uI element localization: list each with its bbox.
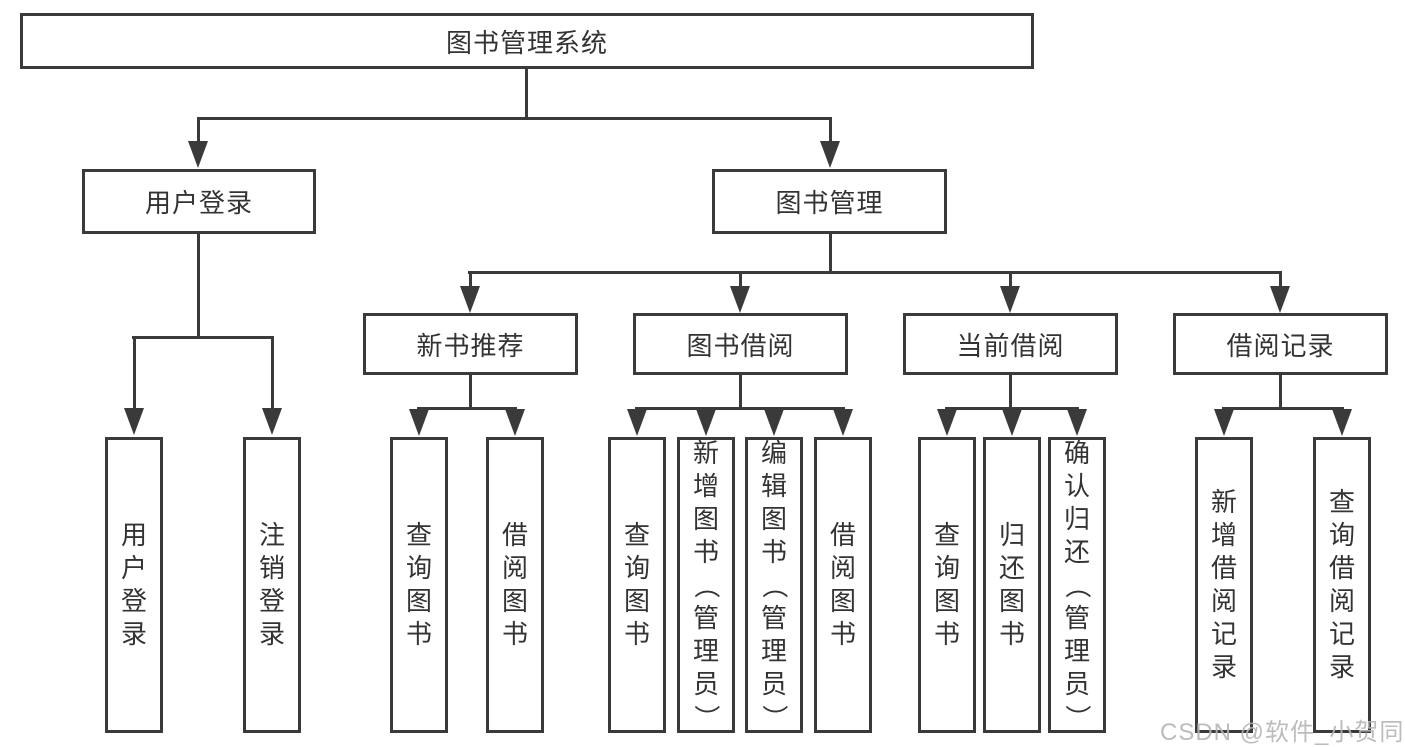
csdn-watermark: CSDN @软件_小贺同学 (1160, 719, 1405, 746)
arrow-down-icon (1002, 409, 1022, 436)
connector-vline (1279, 271, 1282, 291)
node-new-book-recommend: 新书推荐 (363, 313, 578, 375)
connector-vline (133, 336, 136, 412)
root-node-book-management-system: 图书管理系统 (20, 13, 1034, 69)
leaf-borrow-books: 借阅图书 (814, 437, 872, 733)
leaf-edit-books-admin: 编辑图书（管理员） (745, 437, 803, 733)
connector-hline (635, 407, 845, 410)
connector-vline (469, 375, 472, 410)
leaf-query-books-recommend: 查询图书 (390, 437, 448, 733)
node-borrow-records-label: 借阅记录 (1226, 330, 1335, 361)
connector-vline (1009, 375, 1012, 410)
leaf-query-books-current: 查询图书 (918, 437, 976, 733)
arrow-down-icon (696, 409, 716, 436)
connector-vline (829, 234, 832, 274)
arrow-down-icon (409, 409, 429, 436)
connector-vline (739, 375, 742, 410)
leaf-confirm-return-admin: 确认归还（管理员） (1048, 437, 1106, 733)
node-current-borrow-label: 当前借阅 (956, 330, 1065, 361)
connector-vline (739, 271, 742, 291)
leaf-user-login: 用户登录 (105, 437, 163, 733)
arrow-down-icon (460, 286, 480, 313)
arrow-down-icon (188, 141, 208, 168)
arrow-down-icon (505, 409, 525, 436)
node-borrow-records: 借阅记录 (1173, 313, 1388, 375)
node-book-borrow-label: 图书借阅 (686, 330, 795, 361)
node-user-login: 用户登录 (82, 169, 316, 234)
arrow-down-icon (820, 141, 840, 168)
arrow-down-icon (262, 408, 282, 435)
leaf-logout-login: 注销登录 (243, 437, 301, 733)
arrow-down-icon (730, 286, 750, 313)
root-node-label: 图书管理系统 (445, 27, 608, 58)
node-current-borrow: 当前借阅 (903, 313, 1118, 375)
connector-hline (132, 336, 274, 339)
node-book-management-label: 图书管理 (775, 188, 884, 218)
connector-vline (271, 336, 274, 412)
connector-vline (197, 234, 200, 339)
arrow-down-icon (627, 409, 647, 436)
arrow-down-icon (764, 409, 784, 436)
connector-vline (1009, 271, 1012, 291)
connector-vline (469, 271, 472, 291)
arrow-down-icon (833, 409, 853, 436)
connector-vline (197, 117, 200, 147)
arrow-down-icon (937, 409, 957, 436)
leaf-query-borrow-record: 查询借阅记录 (1313, 437, 1371, 733)
connector-hline (417, 407, 517, 410)
node-new-book-recommend-label: 新书推荐 (416, 330, 525, 361)
connector-hline (197, 117, 831, 120)
connector-hline (945, 407, 1079, 410)
arrow-down-icon (1000, 286, 1020, 313)
arrow-down-icon (124, 408, 144, 435)
leaf-query-books-borrow: 查询图书 (608, 437, 666, 733)
leaf-add-borrow-record: 新增借阅记录 (1195, 437, 1253, 733)
node-book-management: 图书管理 (712, 169, 947, 234)
node-user-login-label: 用户登录 (144, 188, 253, 218)
leaf-return-books: 归还图书 (983, 437, 1041, 733)
connector-vline (1279, 375, 1282, 410)
arrow-down-icon (1332, 409, 1352, 436)
connector-hline (468, 271, 1282, 274)
connector-vline (525, 69, 528, 119)
arrow-down-icon (1214, 409, 1234, 436)
connector-hline (1222, 407, 1344, 410)
leaf-add-books-admin: 新增图书（管理员） (677, 437, 735, 733)
node-book-borrow: 图书借阅 (633, 313, 848, 375)
arrow-down-icon (1270, 286, 1290, 313)
leaf-borrow-books-recommend: 借阅图书 (486, 437, 544, 733)
arrow-down-icon (1067, 409, 1087, 436)
connector-vline (829, 117, 832, 147)
